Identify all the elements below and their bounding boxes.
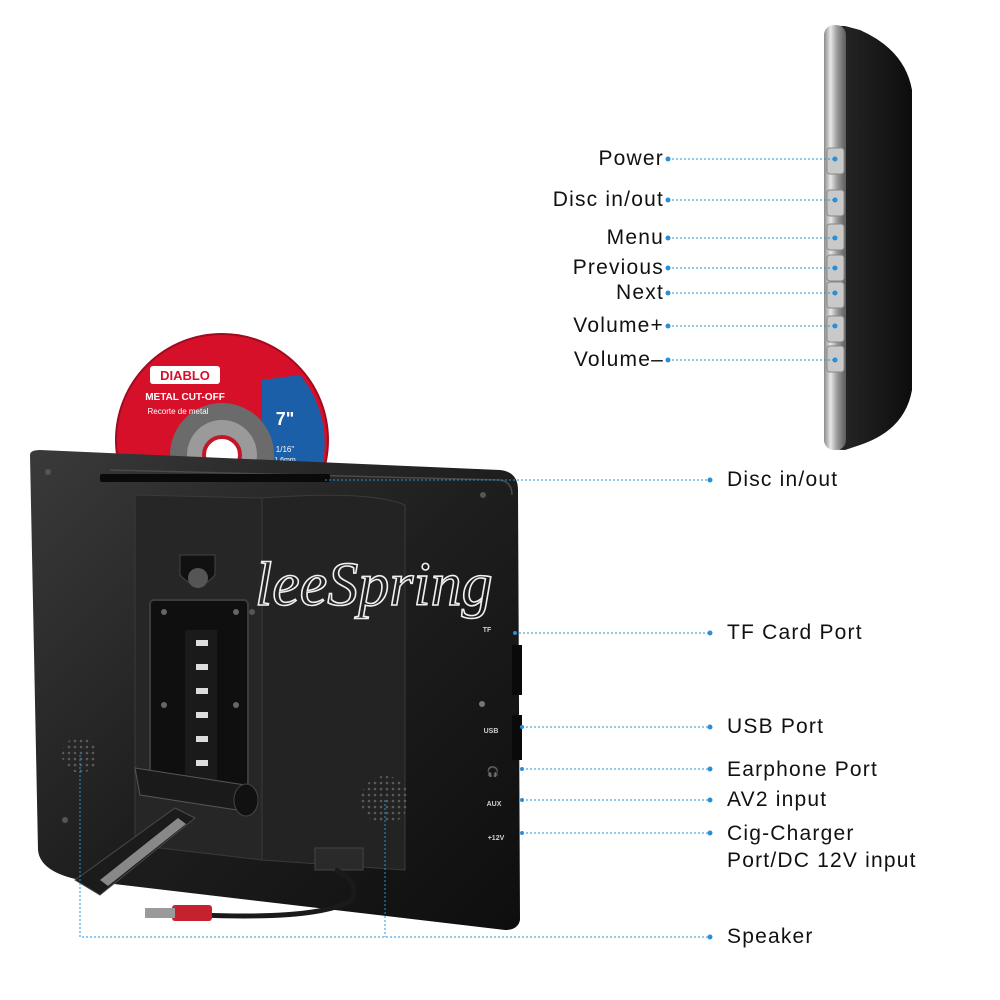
disc-brand: DIABLO xyxy=(160,368,210,383)
label-dc-input: Port/DC 12V input xyxy=(727,849,917,872)
disc-size: 7" xyxy=(276,409,295,429)
label-av2-input: AV2 input xyxy=(727,788,828,811)
back-leaders xyxy=(79,479,710,938)
back-leader-dots xyxy=(513,477,713,940)
disc-slot[interactable] xyxy=(100,474,330,482)
label-next: Next xyxy=(616,281,664,304)
headphone-icon: 🎧 xyxy=(487,765,499,778)
label-tf-card-port: TF Card Port xyxy=(727,621,863,644)
disc-thickness: 1/16" xyxy=(276,445,295,454)
disc-thickness-mm: 1.6mm xyxy=(274,457,296,464)
disc-product: METAL CUT-OFF xyxy=(145,392,225,403)
tf-mark: TF xyxy=(483,627,492,634)
label-power: Power xyxy=(598,147,664,170)
disc-brand-badge xyxy=(150,366,220,384)
usb-slot[interactable] xyxy=(512,715,522,760)
eject-button[interactable] xyxy=(826,189,845,217)
label-earphone-port: Earphone Port xyxy=(727,758,879,781)
label-cig-charger: Cig-Charger xyxy=(727,822,855,845)
disc-spanish: Recorte de metal xyxy=(148,407,209,416)
side-leaders xyxy=(668,158,835,361)
volume-up-button[interactable] xyxy=(826,315,845,343)
label-previous: Previous xyxy=(572,256,664,279)
label-disc-in-out-back: Disc in/out xyxy=(727,468,839,491)
usb-mark: USB xyxy=(484,728,499,735)
side-leader-dots xyxy=(665,156,838,363)
device-back-view: TF USB 🎧 AUX +12V xyxy=(30,450,522,930)
label-volume-down: Volume– xyxy=(573,348,664,371)
label-volume-up: Volume+ xyxy=(573,314,664,337)
label-usb-port: USB Port xyxy=(727,715,825,738)
dc-plug xyxy=(172,905,212,921)
label-disc-in-out-side: Disc in/out xyxy=(552,188,664,211)
label-menu: Menu xyxy=(606,226,664,249)
watermark: leeSpring xyxy=(255,551,493,619)
dc-mark: +12V xyxy=(488,835,505,842)
aux-mark: AUX xyxy=(487,801,502,808)
label-speaker: Speaker xyxy=(727,925,814,948)
